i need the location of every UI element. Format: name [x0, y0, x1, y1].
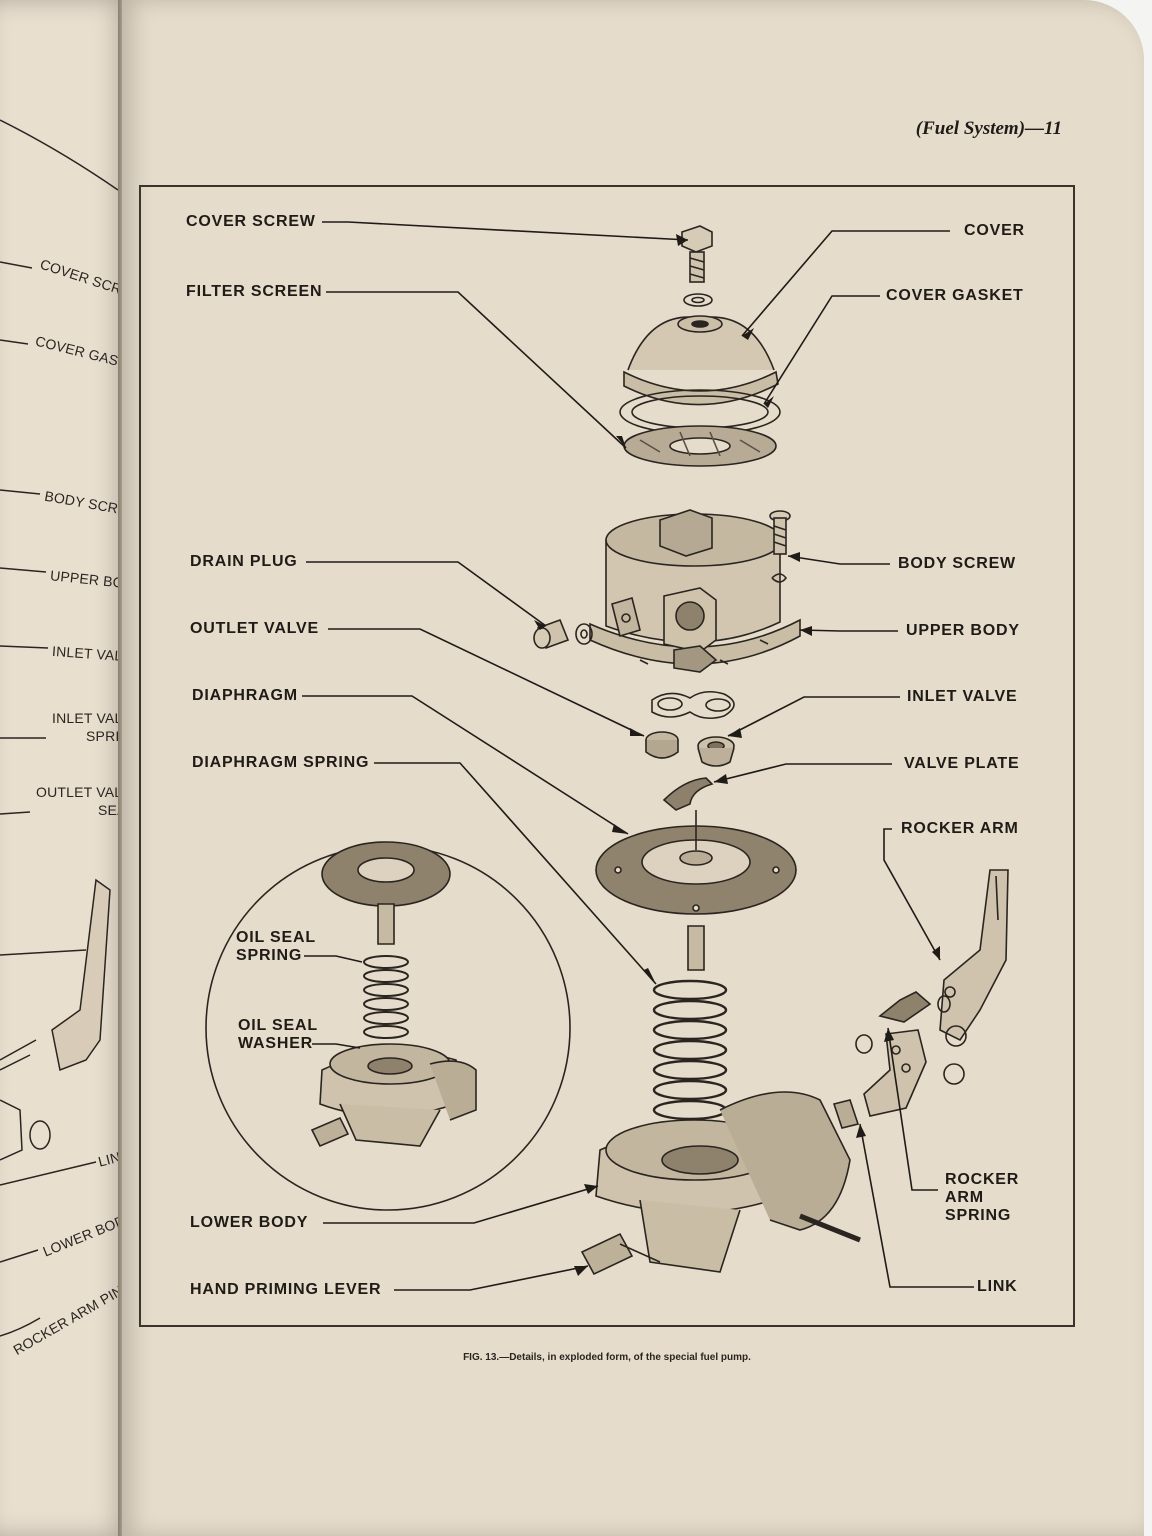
label-filter-screen: FILTER SCREEN: [186, 283, 323, 300]
outlet-valve-part: [645, 731, 679, 759]
facing-page-art: [0, 119, 119, 1337]
upper-body-part: [589, 509, 801, 673]
label-rocker-arm: ROCKER ARM: [901, 820, 1019, 837]
facing-label-inlet-valve-2: INLET VALVE: [52, 710, 132, 726]
label-oil-seal-spring-2: SPRING: [236, 947, 303, 964]
label-cover: COVER: [964, 222, 1025, 239]
label-lower-body: LOWER BODY: [190, 1214, 309, 1231]
label-oil-seal-washer-2: WASHER: [238, 1035, 314, 1052]
body-screw-part: [769, 510, 791, 583]
label-cover-screw: COVER SCREW: [186, 213, 316, 230]
leader-lines: [302, 221, 974, 1291]
cover-screw-part: [681, 225, 713, 307]
diaphragm-part: [595, 810, 797, 971]
label-oil-seal-washer-1: OIL SEAL: [238, 1017, 318, 1034]
leader-arrows: [534, 234, 940, 1276]
facing-page: COVER SCREW COVER GASKET BODY SCREW UPPE…: [0, 0, 132, 1536]
label-hand-priming-lever: HAND PRIMING LEVER: [190, 1281, 382, 1298]
label-link: LINK: [977, 1278, 1018, 1295]
label-diaphragm-spring: DIAPHRAGM SPRING: [192, 754, 370, 771]
rocker-arm-part: [855, 869, 1009, 1085]
label-rocker-arm-spring-1: ROCKER: [945, 1171, 1020, 1188]
label-body-screw: BODY SCREW: [898, 555, 1016, 572]
lower-body-part: [580, 1091, 861, 1276]
label-rocker-arm-spring-3: SPRING: [945, 1207, 1012, 1224]
label-oil-seal-spring-1: OIL SEAL: [236, 929, 316, 946]
figure-frame: [139, 185, 1075, 1327]
label-valve-plate: VALVE PLATE: [904, 755, 1020, 772]
right-page: [122, 0, 1144, 1536]
link-part: [832, 1029, 927, 1129]
label-drain-plug: DRAIN PLUG: [190, 553, 298, 570]
inlet-valve-part: [697, 736, 735, 767]
cover-part: [623, 315, 779, 406]
label-outlet-valve: OUTLET VALVE: [190, 620, 320, 637]
figure-caption: FIG. 13.—Details, in exploded form, of t…: [463, 1352, 751, 1363]
inset-detail: [205, 841, 571, 1211]
drain-plug-part: [533, 618, 593, 650]
label-inlet-valve: INLET VALVE: [907, 688, 1018, 705]
running-head: (Fuel System)—11: [915, 118, 1062, 139]
label-diaphragm: DIAPHRAGM: [192, 687, 298, 704]
diaphragm-spring-part: [652, 979, 728, 1121]
label-cover-gasket: COVER GASKET: [886, 287, 1024, 304]
label-rocker-arm-spring-2: ARM: [945, 1189, 984, 1206]
valve-gasket-part: [651, 690, 735, 720]
label-upper-body: UPPER BODY: [906, 622, 1020, 639]
valve-plate-part: [662, 777, 714, 811]
filter-screen-part: [623, 425, 777, 467]
facing-label-outlet-valve: OUTLET VALVE: [36, 784, 132, 800]
